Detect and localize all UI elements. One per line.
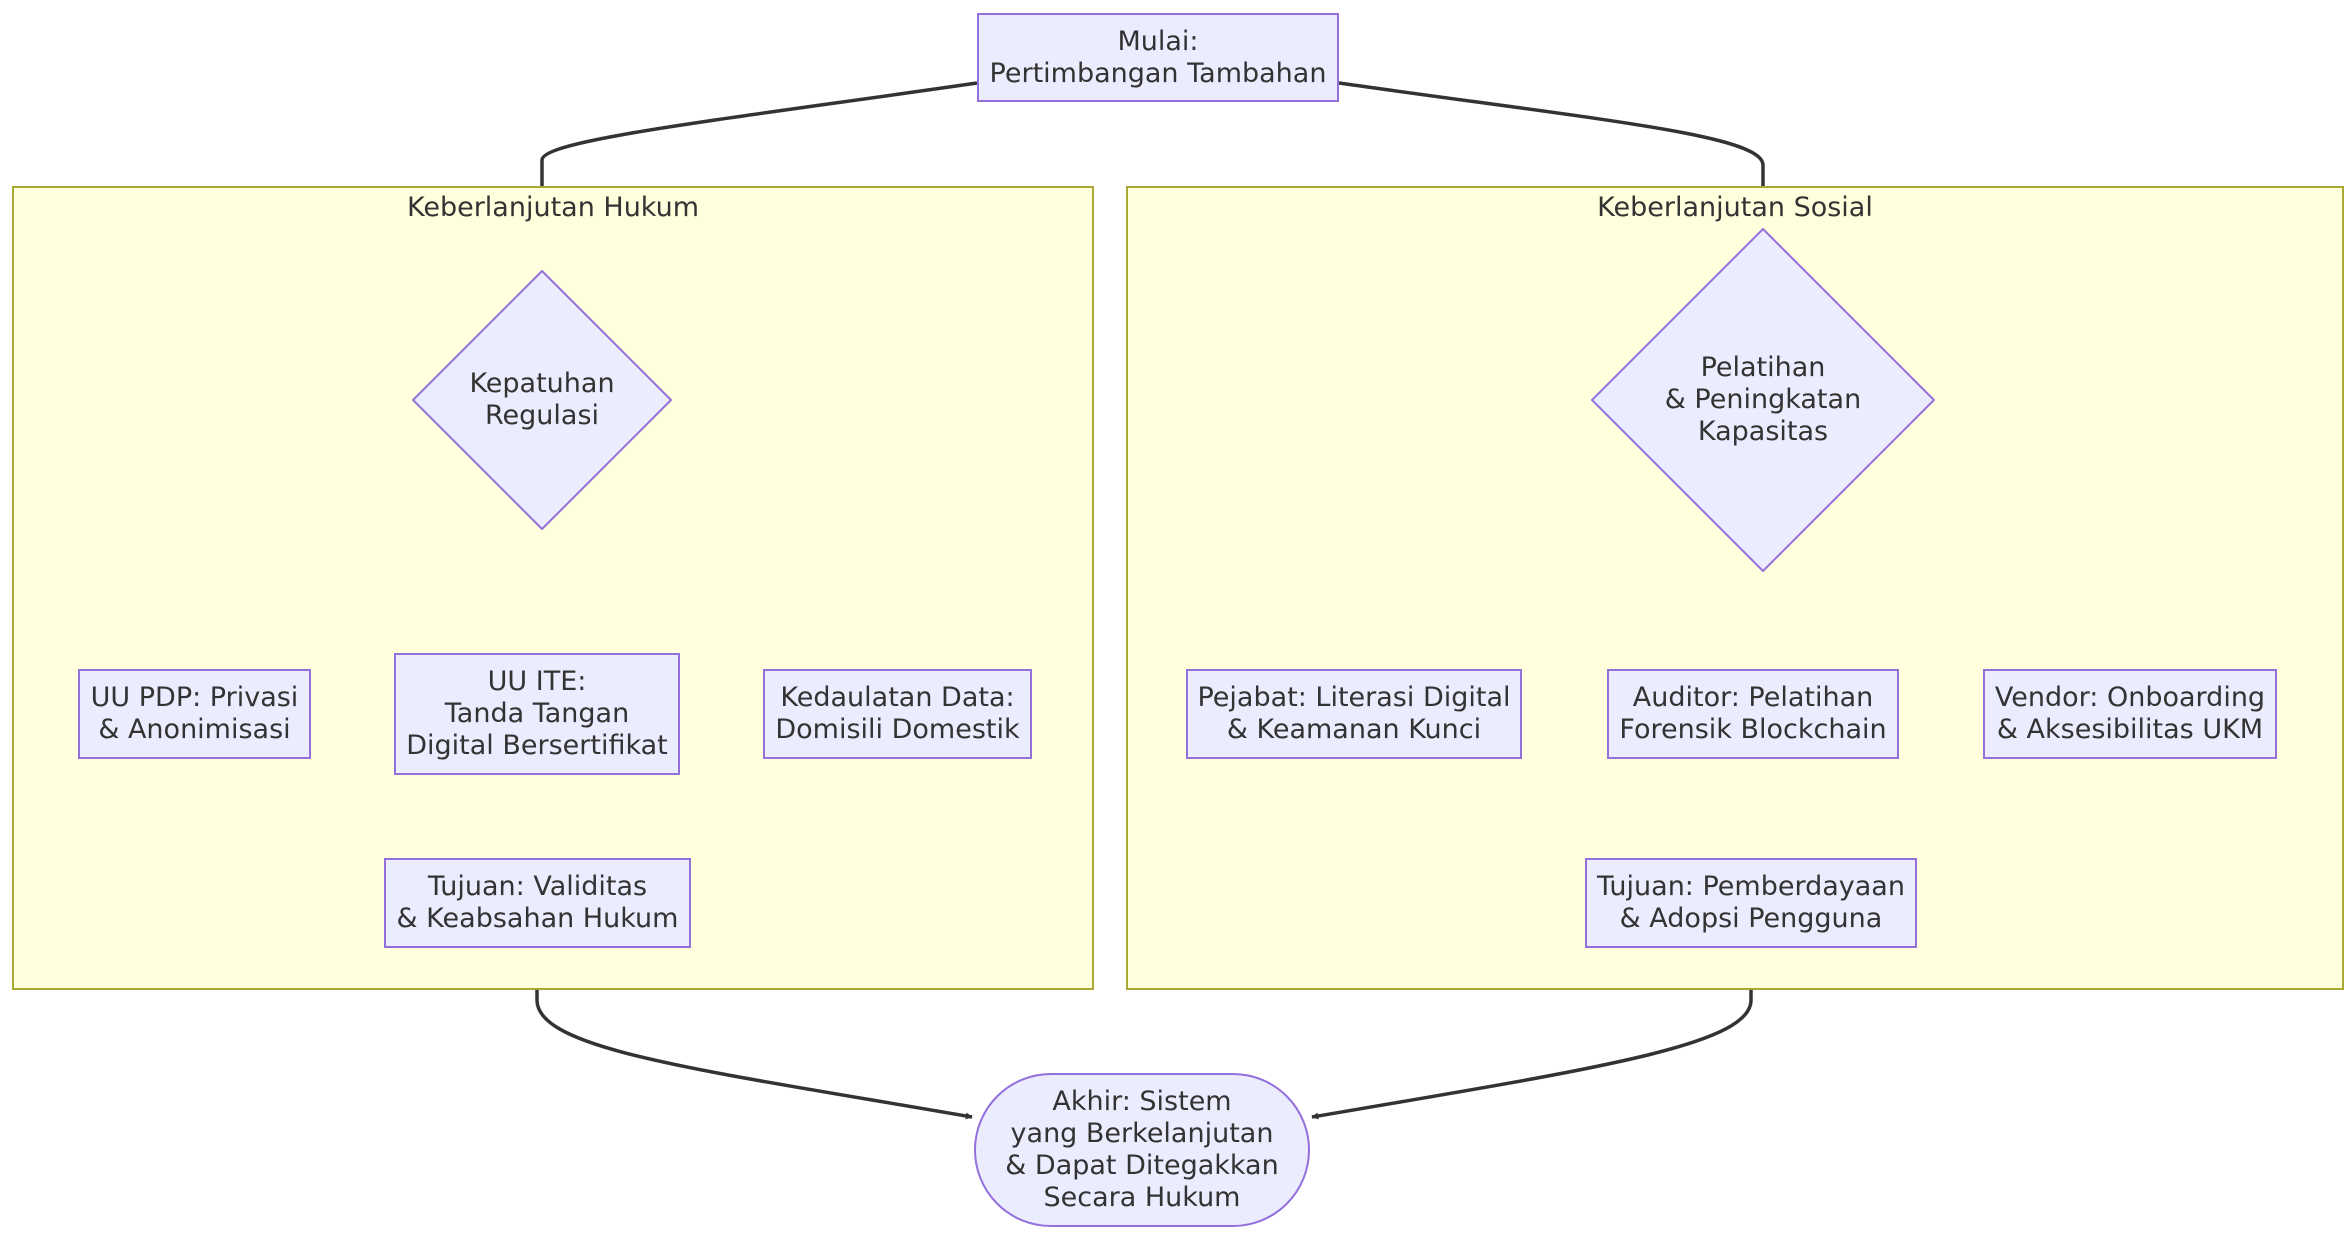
- edge-start-to-legal_decision: [538, 81, 978, 269]
- node-social-decision: Pelatihan & Peningkatan Kapasitas: [1591, 228, 1935, 572]
- cluster-social-title: Keberlanjutan Sosial: [1597, 192, 1873, 223]
- cluster-legal-sustainability: Keberlanjutan Hukum: [12, 186, 1094, 990]
- node-social-goal: Tujuan: Pemberdayaan & Adopsi Pengguna: [1585, 858, 1917, 948]
- node-officials: Pejabat: Literasi Digital & Keamanan Kun…: [1186, 669, 1522, 759]
- edge-legal_goal-to-end: [535, 948, 973, 1120]
- node-legal-decision: Kepatuhan Regulasi: [412, 270, 672, 530]
- node-uu-pdp: UU PDP: Privasi & Anonimisasi: [78, 669, 311, 759]
- edge-start-to-social_decision: [1338, 81, 1767, 227]
- diamond-shape: [1591, 228, 1935, 572]
- diamond-shape: [412, 270, 672, 530]
- node-vendor: Vendor: Onboarding & Aksesibilitas UKM: [1983, 669, 2277, 759]
- node-auditor: Auditor: Pelatihan Forensik Blockchain: [1607, 669, 1899, 759]
- node-end: Akhir: Sistem yang Berkelanjutan & Dapat…: [974, 1073, 1310, 1227]
- node-data-sovereignty: Kedaulatan Data: Domisili Domestik: [763, 669, 1032, 759]
- cluster-legal-title: Keberlanjutan Hukum: [406, 192, 700, 223]
- node-start: Mulai: Pertimbangan Tambahan: [977, 13, 1339, 102]
- edge-social_goal-to-end: [1311, 948, 1753, 1120]
- node-uu-ite: UU ITE: Tanda Tangan Digital Bersertifik…: [394, 653, 680, 775]
- node-legal-goal: Tujuan: Validitas & Keabsahan Hukum: [384, 858, 691, 948]
